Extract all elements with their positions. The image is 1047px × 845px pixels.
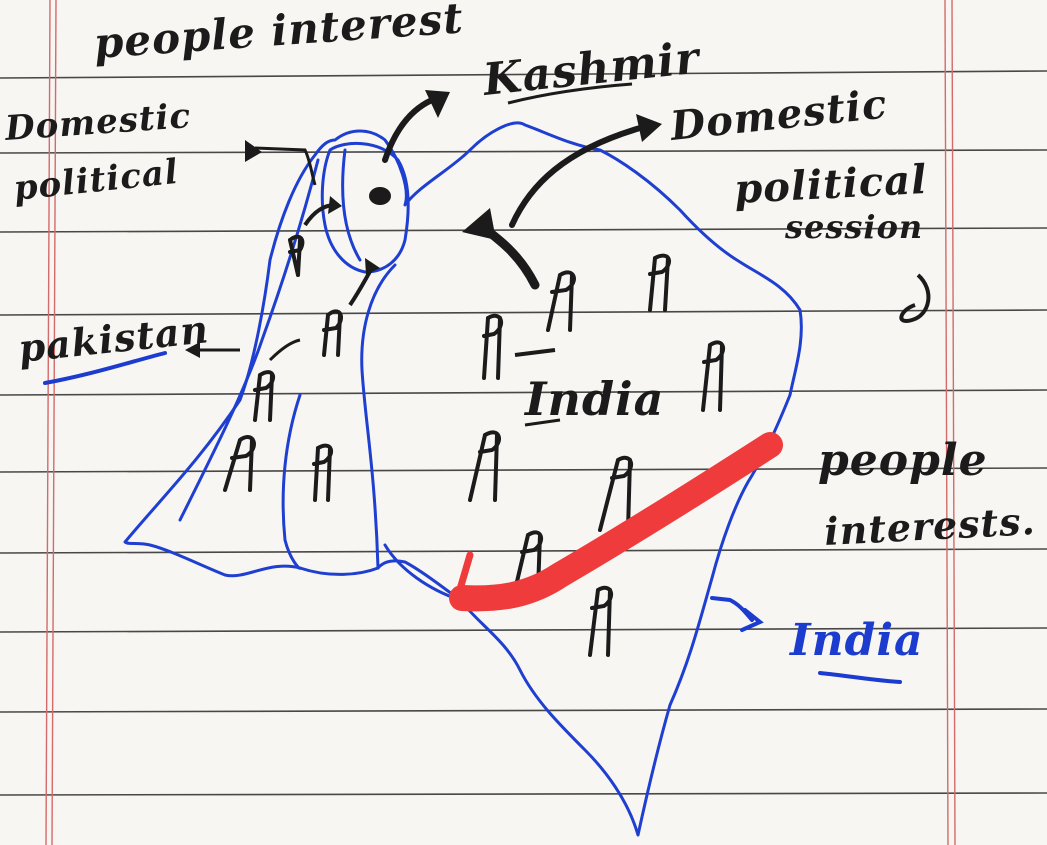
- label-domestic-left-1: Domestic: [3, 96, 193, 149]
- figure-3: [255, 372, 273, 420]
- label-india-bottom: India: [788, 615, 924, 666]
- figure-2: [324, 311, 341, 355]
- figure-11: [600, 458, 631, 530]
- label-domestic-right-3: session: [784, 208, 923, 246]
- label-india-center: India: [523, 372, 664, 426]
- label-pakistan: pakistan: [16, 306, 211, 371]
- session-curl: [901, 275, 928, 321]
- figure-9: [703, 342, 723, 410]
- figure-5: [314, 446, 331, 500]
- figure-7: [548, 272, 574, 330]
- label-people-interest-top: people interest: [92, 0, 465, 68]
- figure-4: [225, 437, 254, 490]
- label-domestic-right-2: political: [733, 156, 928, 213]
- figure-13: [590, 588, 611, 655]
- figure-10: [470, 432, 499, 500]
- label-people-right: people: [818, 435, 988, 486]
- figure-8: [650, 256, 669, 310]
- label-domestic-right-1: Domestic: [667, 80, 889, 150]
- label-domestic-left-2: political: [12, 152, 181, 209]
- figure-6: [484, 316, 501, 378]
- blue-ink-marks: [45, 353, 900, 682]
- label-kashmir: Kashmir: [479, 32, 704, 106]
- label-interests-right: interests.: [823, 498, 1037, 554]
